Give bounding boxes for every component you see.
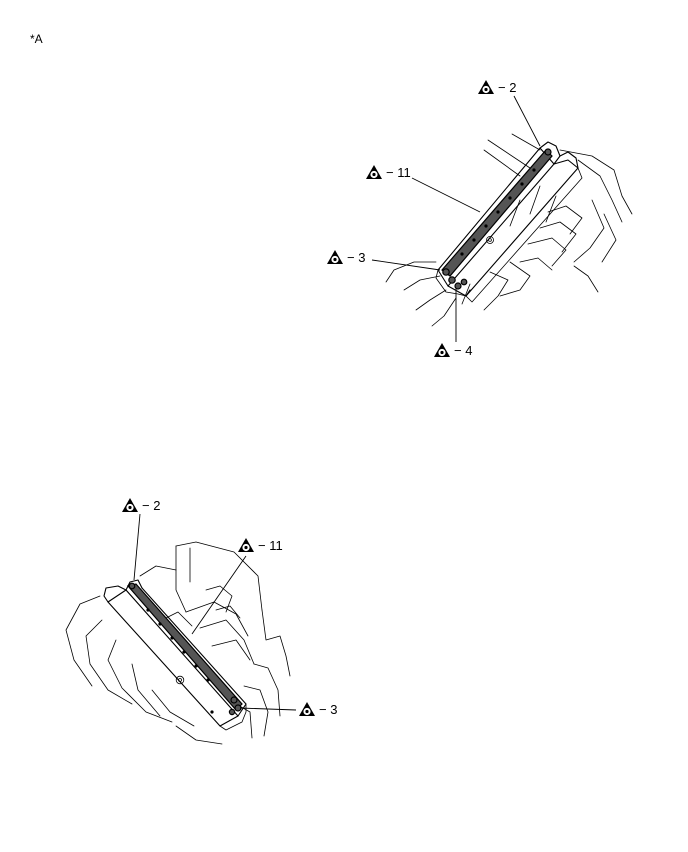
sealant-symbol-icon — [478, 80, 494, 94]
svg-text:− 2: − 2 — [498, 80, 516, 95]
sealant-symbol-icon — [238, 538, 254, 552]
top-leader-lines — [371, 95, 541, 342]
top-callout-2: − 2 — [478, 80, 516, 95]
bottom-callout-11: − 11 — [238, 538, 283, 553]
svg-text:− 4: − 4 — [454, 343, 472, 358]
svg-text:− 3: − 3 — [319, 702, 337, 717]
sealant-symbol-icon — [122, 498, 138, 512]
bottom-leader-lines — [133, 513, 297, 711]
figure-label: *A — [30, 32, 43, 46]
svg-text:− 3: − 3 — [347, 250, 365, 265]
bottom-view-drawing — [65, 541, 291, 745]
bottom-callout-3: − 3 — [299, 702, 337, 717]
bottom-callout-2: − 2 — [122, 498, 160, 513]
sealant-symbol-icon — [366, 165, 382, 179]
top-callout-11: − 11 — [366, 165, 411, 180]
svg-text:− 11: − 11 — [386, 165, 411, 180]
top-callout-3: − 3 — [327, 250, 365, 265]
top-callout-4: − 4 — [434, 343, 472, 358]
sealant-symbol-icon — [434, 343, 450, 357]
sealant-symbol-icon — [299, 702, 315, 716]
svg-text:− 11: − 11 — [258, 538, 283, 553]
svg-text:− 2: − 2 — [142, 498, 160, 513]
top-view-drawing — [385, 133, 633, 327]
sealant-symbol-icon — [327, 250, 343, 264]
